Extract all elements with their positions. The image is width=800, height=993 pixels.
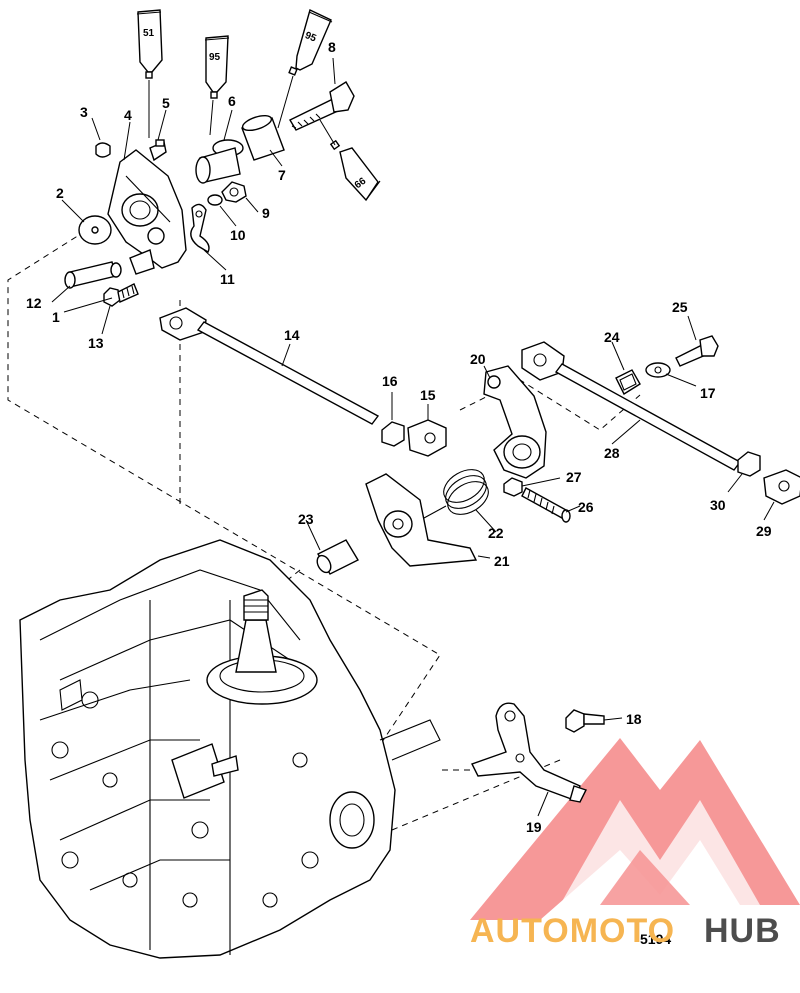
callout-22: 22 — [488, 525, 504, 541]
part-6-bushing — [195, 139, 244, 184]
callout-25: 25 — [672, 299, 688, 315]
callout-18: 18 — [626, 711, 642, 727]
part-24-bushing — [615, 369, 641, 396]
part-17-washer — [645, 362, 671, 378]
watermark-primary: AUTOMOTO — [470, 912, 675, 950]
tube-95a-label: 95 — [209, 52, 221, 63]
tube-66: 66 — [329, 139, 381, 202]
part-27-nut — [503, 477, 523, 497]
callout-21: 21 — [494, 553, 510, 569]
callout-3: 3 — [80, 104, 88, 120]
part-3-cap — [95, 142, 111, 158]
part-2-washer — [78, 215, 112, 245]
part-21-lever — [365, 473, 478, 567]
part-12-pin — [64, 261, 122, 289]
part-11-clip — [190, 203, 210, 253]
part-26-screw — [521, 487, 571, 523]
callout-30: 30 — [710, 497, 726, 513]
part-15-ball-joint — [407, 419, 447, 457]
callout-10: 10 — [230, 227, 246, 243]
rod-leaders — [281, 343, 429, 420]
callout-17: 17 — [700, 385, 716, 401]
tube-51: 51 — [136, 9, 163, 79]
part-30-nut — [737, 451, 761, 477]
part-10-washer — [207, 194, 223, 206]
callout-8: 8 — [328, 39, 336, 55]
part-25-bolt — [675, 335, 719, 367]
callout-24: 24 — [604, 329, 620, 345]
callout-labels: 3 4 5 6 8 2 7 9 10 11 12 1 13 14 16 15 2… — [26, 39, 772, 835]
part-5-fitting — [149, 139, 167, 162]
callout-1: 1 — [52, 309, 60, 325]
part-18-bolt — [565, 709, 605, 733]
engine-block — [19, 539, 441, 959]
callout-28: 28 — [604, 445, 620, 461]
callout-11: 11 — [220, 271, 235, 287]
tube-95a: 95 — [204, 35, 230, 99]
callout-20: 20 — [470, 351, 486, 367]
watermark-logo — [470, 738, 800, 920]
part-16-nut — [381, 421, 405, 447]
callout-16: 16 — [382, 373, 398, 389]
watermark-secondary: HUB — [704, 912, 781, 950]
lower-leaders — [537, 717, 623, 817]
upper-leaders — [51, 57, 336, 335]
tube-95b: 95 — [288, 9, 333, 76]
part-9-nut — [221, 181, 247, 203]
callout-19: 19 — [526, 819, 542, 835]
callout-12: 12 — [26, 295, 42, 311]
watermark-text: AUTOMOTO HUB — [470, 912, 781, 950]
tube-leaders — [148, 75, 336, 146]
callout-26: 26 — [578, 499, 594, 515]
callout-27: 27 — [566, 469, 582, 485]
callout-7: 7 — [278, 167, 286, 183]
drawing-code: 5194 — [640, 931, 671, 947]
callout-14: 14 — [284, 327, 300, 343]
callout-2: 2 — [56, 185, 64, 201]
callout-4: 4 — [124, 107, 132, 123]
callout-13: 13 — [88, 335, 104, 351]
callout-9: 9 — [262, 205, 270, 221]
right-leaders — [611, 315, 775, 521]
tube-95b-label: 95 — [303, 30, 318, 45]
callout-23: 23 — [298, 511, 314, 527]
callout-15: 15 — [420, 387, 436, 403]
part-7-sleeve — [241, 114, 285, 161]
part-14-link-rod — [159, 307, 380, 425]
callout-5: 5 — [162, 95, 170, 111]
part-23-spacer — [316, 539, 359, 575]
part-22-spring — [423, 469, 489, 519]
part-29-ball-joint — [763, 469, 800, 505]
callout-29: 29 — [756, 523, 772, 539]
part-20-lever — [483, 365, 547, 479]
callout-6: 6 — [228, 93, 236, 109]
part-28-link-rod — [521, 341, 742, 471]
tube-51-label: 51 — [143, 28, 155, 39]
part-8-bolt — [289, 81, 355, 131]
part-19-bracket — [471, 702, 587, 803]
cam-leaders — [305, 365, 581, 559]
part-4-bracket — [107, 149, 187, 275]
part-13-bolt — [103, 283, 139, 307]
